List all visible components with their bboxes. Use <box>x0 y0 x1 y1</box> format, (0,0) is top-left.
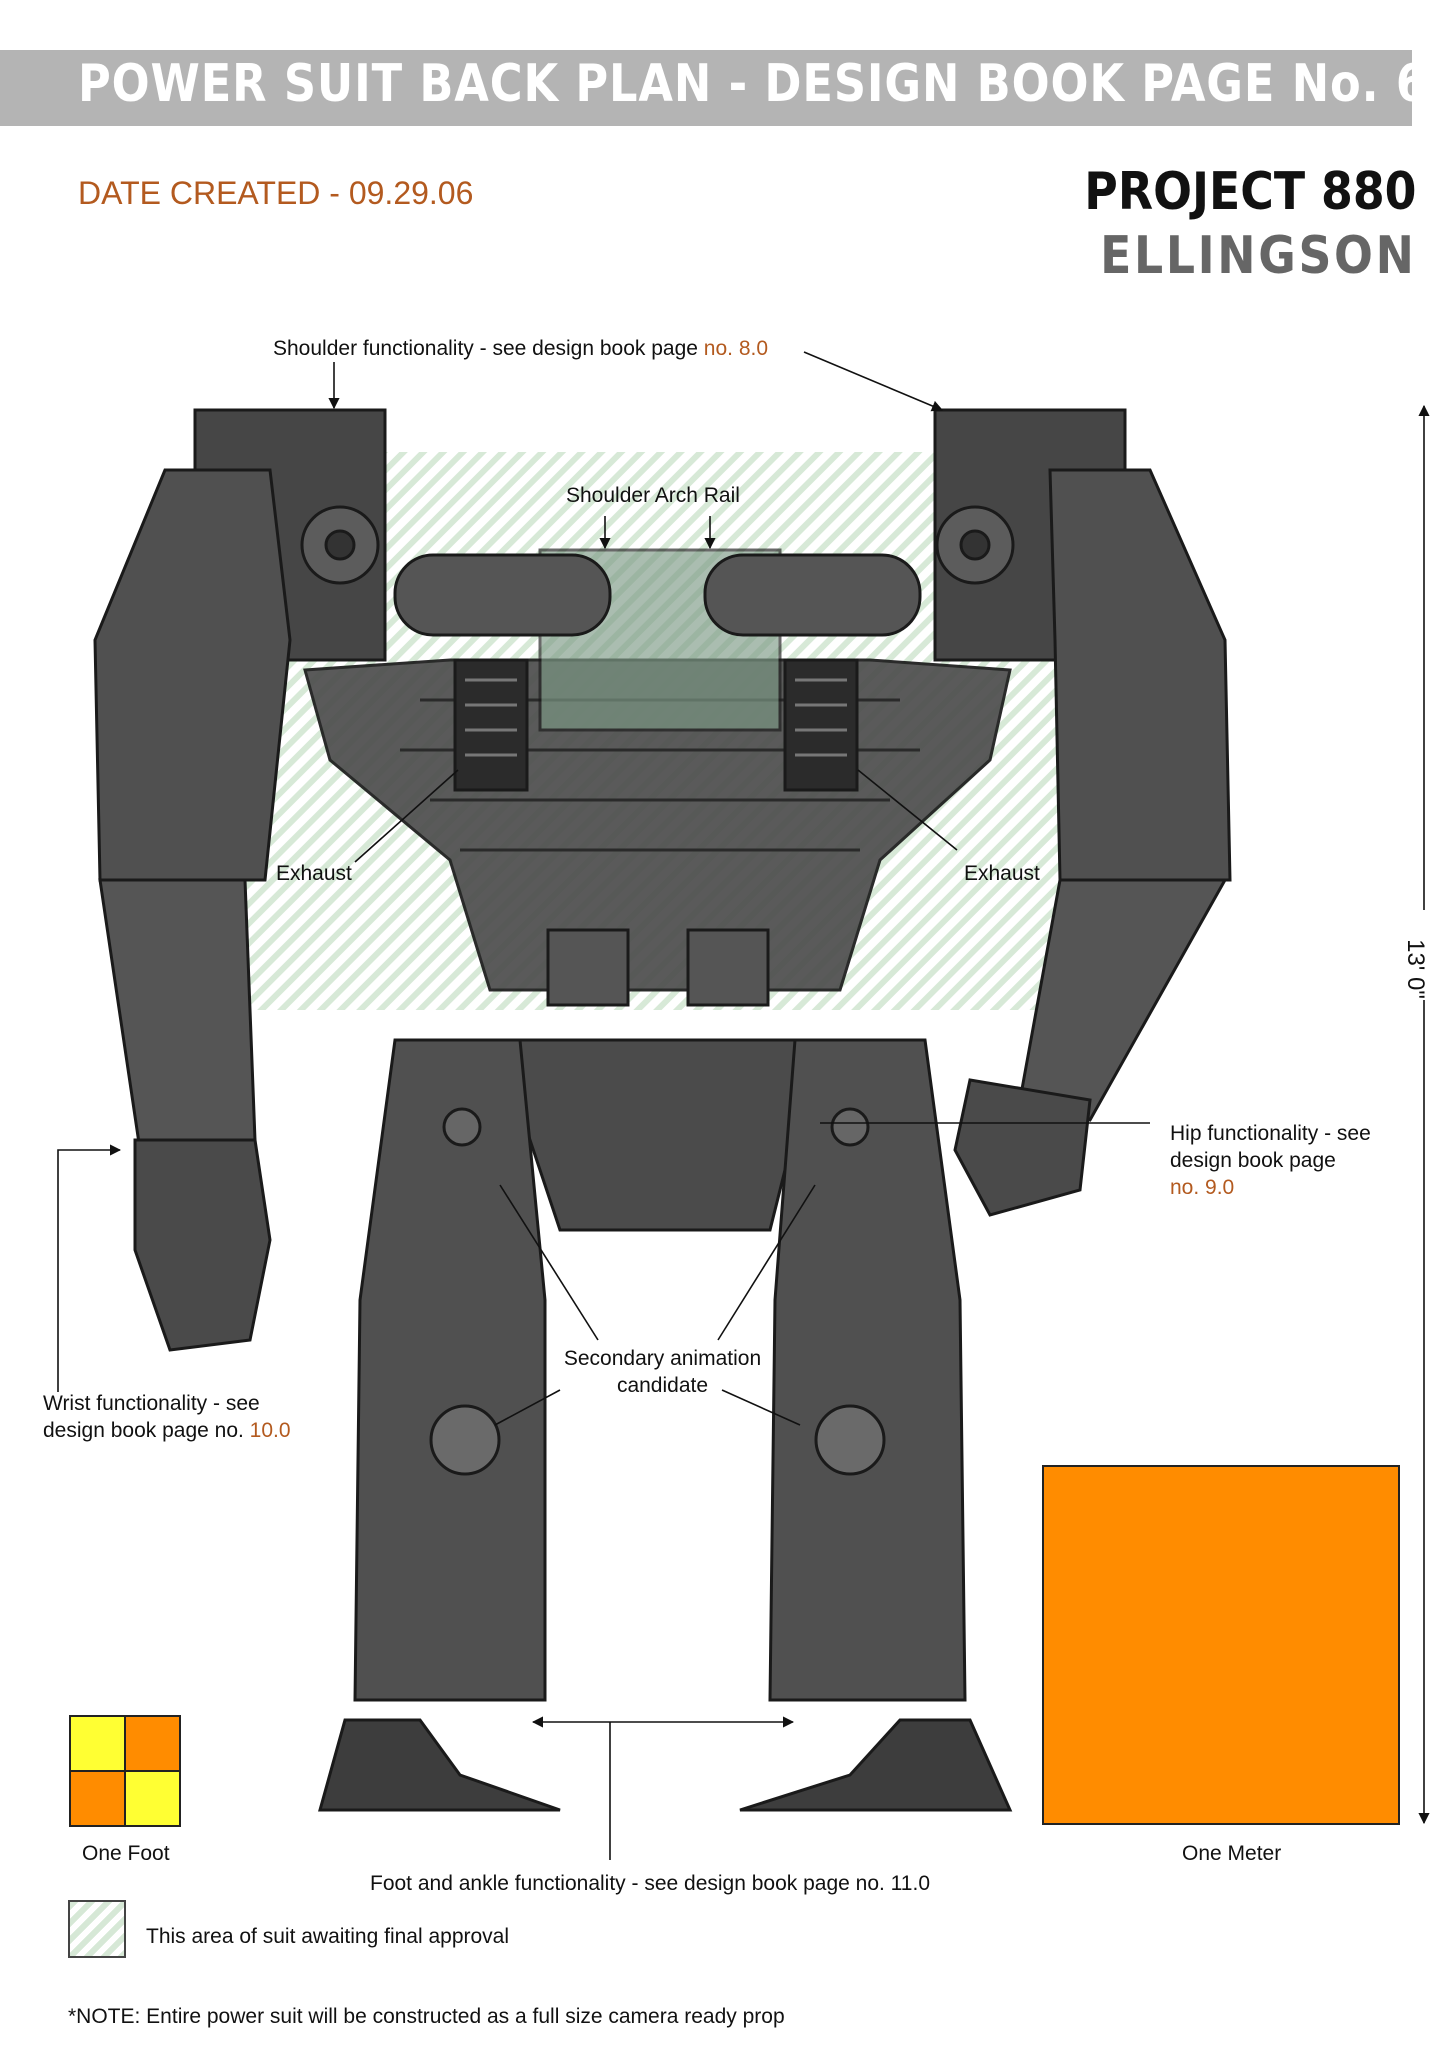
right-foot <box>739 1718 1013 1812</box>
left-leg <box>353 1038 547 1702</box>
right-forearm <box>1018 878 1228 1122</box>
left-foot <box>318 1718 561 1812</box>
approval-legend-swatch <box>68 1900 126 1958</box>
leader-lines <box>57 351 1430 1860</box>
wrist-callout-line2: design book page no. <box>43 1419 250 1442</box>
wrist-callout-line1: Wrist functionality - see <box>43 1392 260 1415</box>
page-title: POWER SUIT BACK PLAN - DESIGN BOOK PAGE … <box>78 54 1449 114</box>
hip-callout-ref: no. 9.0 <box>1170 1176 1235 1199</box>
wrist-callout: Wrist functionality - see design book pa… <box>43 1390 291 1444</box>
one-meter-label: One Meter <box>1182 1842 1282 1865</box>
exhaust-right-label: Exhaust <box>964 862 1040 885</box>
right-upper-arm <box>1048 468 1232 882</box>
hip-callout-line2: design book page <box>1170 1149 1336 1172</box>
title-banner <box>0 50 1412 126</box>
left-upper-arm <box>93 468 292 882</box>
wrist-callout-ref: 10.0 <box>249 1419 291 1442</box>
shoulder-callout: Shoulder functionality - see design book… <box>273 337 768 361</box>
shoulder-arch-rail-label: Shoulder Arch Rail <box>566 484 740 507</box>
right-leg <box>768 1038 967 1702</box>
hip-callout-line1: Hip functionality - see <box>1170 1122 1371 1145</box>
one-foot-label: One Foot <box>82 1842 170 1865</box>
robot-figure <box>93 408 1232 1812</box>
one-foot-swatch <box>69 1715 181 1827</box>
date-created: DATE CREATED - 09.29.06 <box>78 175 474 211</box>
construction-note: *NOTE: Entire power suit will be constru… <box>68 2005 785 2028</box>
shoulder-callout-ref: no. 8.0 <box>703 337 769 360</box>
project-owner: ELLINGSON <box>1100 226 1417 286</box>
exhaust-grille-right <box>783 658 859 792</box>
project-number: PROJECT 880 <box>1084 162 1417 222</box>
approval-legend-label: This area of suit awaiting final approva… <box>146 1925 510 1948</box>
left-hand <box>133 1138 272 1352</box>
pelvis <box>513 1038 807 1232</box>
project-block: PROJECT 880 ELLINGSON <box>1085 160 1417 288</box>
secondary-callout-line1: Secondary animation <box>563 1347 762 1370</box>
height-dimension-label: 13' 0" <box>1401 939 1429 999</box>
secondary-callout-line2: candidate <box>616 1374 709 1397</box>
hip-callout: Hip functionality - see design book page… <box>1170 1120 1371 1201</box>
one-meter-swatch <box>1042 1465 1400 1825</box>
exhaust-left-label: Exhaust <box>276 862 352 885</box>
shoulder-callout-text: Shoulder functionality - see design book… <box>273 337 704 360</box>
right-hand <box>953 1078 1092 1217</box>
exhaust-grille-left <box>453 658 529 792</box>
left-forearm <box>98 878 257 1152</box>
secondary-animation-callout: Secondary animation candidate <box>540 1345 785 1399</box>
foot-callout: Foot and ankle functionality - see desig… <box>370 1872 930 1895</box>
